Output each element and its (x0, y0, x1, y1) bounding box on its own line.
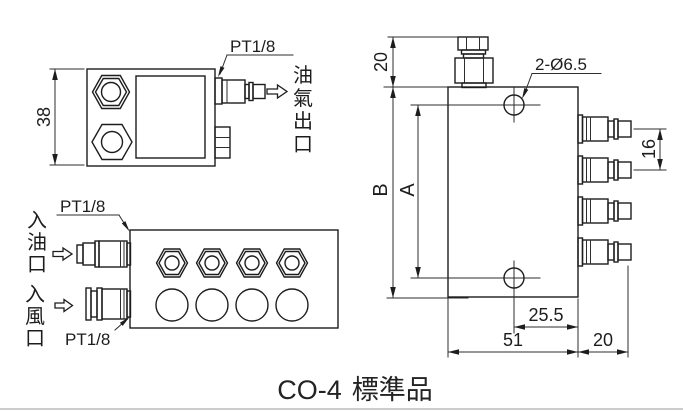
block-outline (447, 86, 579, 298)
side-nut (214, 126, 231, 159)
air-inlet-fitting (85, 287, 132, 321)
hole-pitch-dim-text: A (397, 183, 419, 197)
dimension-20-top: 20 (371, 36, 459, 88)
outlet-pitch-dim-text: 16 (639, 139, 659, 159)
mounting-hole-top (410, 87, 541, 123)
drawing-title-variant: 標準品 (351, 375, 433, 405)
drawing-title-model: CO-4 (277, 375, 342, 405)
port-callout: PT1/8 (218, 37, 294, 77)
mounting-hole-bottom (410, 260, 541, 334)
block-face-plate (135, 75, 206, 159)
dimension-25-5: 25.5 (513, 298, 579, 358)
scan-edge-artifact (0, 408, 683, 410)
air-port-callout: PT1/8 (65, 317, 130, 349)
profile-view: 20 B A (370, 36, 667, 358)
side-view: 38 (34, 37, 294, 167)
fitting-height-dim-text: 20 (371, 52, 391, 72)
outlet-fitting (577, 196, 632, 226)
port-callout-text: PT1/8 (230, 37, 275, 56)
oil-inlet-fitting (76, 240, 132, 268)
outer-height-dim-text: B (370, 183, 392, 196)
outlet-fitting (577, 114, 632, 144)
outlet-fitting (577, 237, 632, 267)
front-view: PT1/8 PT1/8 (52, 197, 339, 349)
outlet-fitting (577, 155, 632, 185)
fitting-length-dim-text: 20 (593, 330, 613, 350)
oil-air-outlet-label: 油氣出口 (293, 65, 313, 156)
oil-port-callout: PT1/8 (56, 197, 130, 232)
dimension-51: 51 (447, 298, 579, 358)
block-outline (86, 68, 216, 167)
dimension-38: 38 (34, 68, 85, 166)
dimension-B: B (370, 86, 469, 299)
drawing-title: CO-4 標準品 (240, 368, 470, 407)
oil-port-callout-text: PT1/8 (60, 197, 105, 216)
dimension-16: 16 (633, 128, 667, 171)
flow-arrow-icon (266, 83, 289, 100)
dimension-20-right: 20 (577, 265, 629, 358)
hole-callout: 2-Ø6.5 (522, 55, 602, 99)
dimension-A: A (397, 104, 421, 279)
block-outline (129, 229, 339, 329)
hole-callout-text: 2-Ø6.5 (535, 55, 587, 74)
bore-row (155, 288, 309, 322)
hex-plug (91, 74, 131, 110)
hex-plug (91, 123, 133, 161)
air-inlet-label: 入風口 (25, 284, 45, 350)
flow-arrow-icon (52, 246, 74, 262)
hex-nut-row (155, 248, 309, 278)
air-port-callout-text: PT1/8 (65, 330, 110, 349)
hole-offset-dim-text: 25.5 (528, 305, 563, 325)
height-dim-text: 38 (34, 107, 54, 127)
flow-arrow-icon (54, 298, 74, 313)
body-width-dim-text: 51 (503, 330, 523, 350)
oil-inlet-label: 入油口 (27, 210, 47, 276)
top-fitting (454, 36, 494, 89)
outlet-fitting (214, 77, 266, 105)
